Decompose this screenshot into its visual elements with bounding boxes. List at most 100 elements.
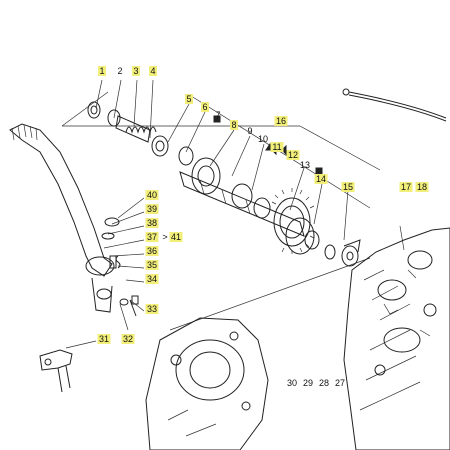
part-number: 12 [288, 150, 298, 160]
part-number: 40 [147, 190, 157, 200]
part-label-38: 38 [145, 218, 159, 228]
shaft-assembly [87, 101, 361, 267]
kickstart-lever [9, 123, 115, 313]
part-label-12: 12 [286, 150, 300, 160]
part-number: 16 [276, 116, 286, 126]
label-highlight [145, 218, 159, 228]
part-label-27: 27 [335, 378, 345, 388]
part-number: 11 [272, 142, 281, 152]
part-number: 3 [133, 66, 138, 76]
part-label-8: 8 [230, 120, 238, 130]
part-label-28: 28 [319, 378, 329, 388]
crankcase-cover [145, 317, 269, 450]
part-label-2: 2 [117, 66, 122, 76]
part-label-13: 13 [300, 160, 310, 170]
part-number: 10 [258, 134, 268, 144]
label-highlight [98, 66, 106, 76]
part-label-35: 35 [145, 260, 159, 270]
label-highlight [185, 94, 193, 104]
label-highlight [286, 150, 300, 160]
part-number: 41 [171, 232, 181, 242]
label-highlight [415, 182, 429, 192]
part-number: 13 [300, 160, 310, 170]
label-highlight [145, 304, 159, 314]
part-number: 5 [186, 94, 191, 104]
arrow-icon: > [162, 232, 167, 242]
part-number: 9 [247, 126, 252, 136]
part-number: 32 [123, 334, 133, 344]
part-number: 28 [319, 378, 329, 388]
part-label-5: 5 [185, 94, 193, 104]
label-highlight [145, 190, 159, 200]
part-number: 4 [150, 66, 155, 76]
pedal-arm [39, 349, 73, 393]
part-number: 29 [303, 378, 313, 388]
part-label-30: 30 [287, 378, 297, 388]
label-highlight [274, 116, 288, 126]
part-label-33: 33 [145, 304, 159, 314]
label-highlight [97, 334, 111, 344]
part-label-11: 11 [270, 142, 284, 152]
part-label-36: 36 [145, 246, 159, 256]
part-number: 27 [335, 378, 345, 388]
part-number: 2 [117, 66, 122, 76]
lever-small-parts [101, 217, 139, 317]
part-label-40: 40 [145, 190, 159, 200]
part-number: 39 [147, 204, 157, 214]
assembly-frame [61, 91, 381, 331]
part-number: 17 [401, 182, 411, 192]
part-label-4: 4 [149, 66, 157, 76]
part-number: 38 [147, 218, 157, 228]
label-highlight [145, 232, 159, 242]
engine-case [343, 227, 450, 450]
part-number: 14 [316, 174, 326, 184]
part-number: 36 [147, 246, 157, 256]
label-highlight [145, 274, 159, 284]
label-highlight [145, 204, 159, 214]
label-highlight [314, 174, 328, 184]
label-highlight [201, 102, 209, 112]
part-number: 31 [99, 334, 109, 344]
part-label-9: 9 [247, 126, 252, 136]
part-number: 6 [202, 102, 207, 112]
leader-lines [65, 79, 349, 349]
part-number: 18 [417, 182, 427, 192]
part-label-37: 37 [145, 232, 159, 242]
label-highlight [399, 182, 413, 192]
part-number: 7 [215, 110, 220, 120]
part-label-41: 41 [169, 232, 183, 242]
part-label-10: 10 [258, 134, 268, 144]
part-number: 33 [147, 304, 157, 314]
label-highlight [145, 246, 159, 256]
part-label-6: 6 [201, 102, 209, 112]
part-number: 37 [147, 232, 157, 242]
label-highlight [341, 182, 355, 192]
part-label-34: 34 [145, 274, 159, 284]
part-label-7: 7 [215, 110, 220, 120]
label-highlight [121, 334, 135, 344]
part-label-15: 15 [341, 182, 355, 192]
part-number: 15 [343, 182, 353, 192]
cable [342, 88, 447, 251]
part-label-17: 17 [399, 182, 413, 192]
part-label-14: 14 [314, 174, 328, 184]
part-number: 35 [147, 260, 157, 270]
part-number: 1 [99, 66, 104, 76]
label-highlight [149, 66, 157, 76]
label-highlight [145, 260, 159, 270]
part-label-3: 3 [132, 66, 140, 76]
part-number: 8 [231, 120, 236, 130]
part-label-16: 16 [274, 116, 288, 126]
part-number: 34 [147, 274, 157, 284]
part-label-39: 39 [145, 204, 159, 214]
label-highlight [132, 66, 140, 76]
part-number: 30 [287, 378, 297, 388]
part-label-1: 1 [98, 66, 106, 76]
label-highlight [270, 142, 284, 152]
part-label-32: 32 [121, 334, 135, 344]
label-highlight [169, 232, 183, 242]
part-label-31: 31 [97, 334, 111, 344]
